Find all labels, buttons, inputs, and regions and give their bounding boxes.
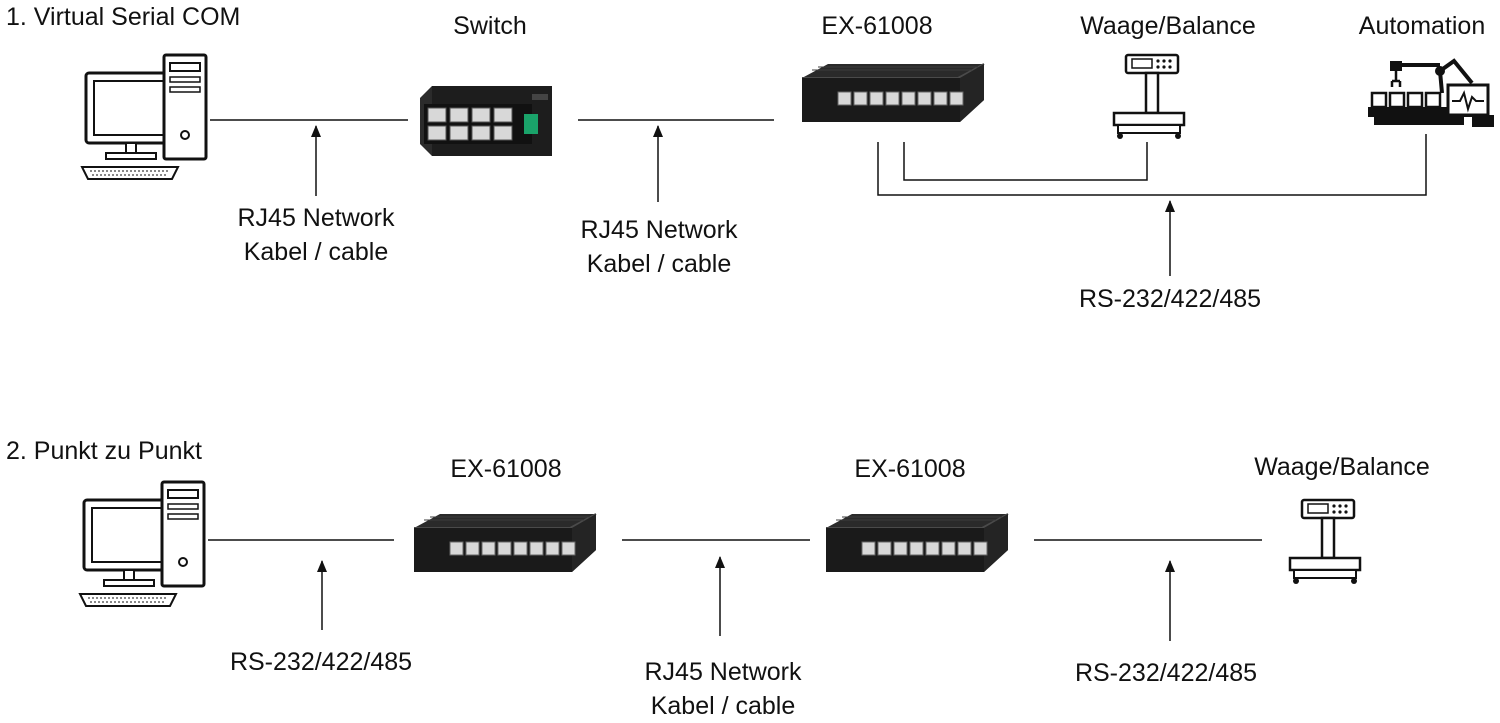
industrial-robot-icon [1366,59,1496,129]
section-title: 2. Punkt zu Punkt [6,437,202,465]
section-title: 1. Virtual Serial COM [6,3,241,31]
link-label-line: RJ45 Network [237,204,395,232]
weighing-scale-icon [1112,53,1186,141]
serial-device-server-icon [413,513,597,573]
link-label-line: Kabel / cable [243,238,389,266]
desktop-computer-icon [78,480,206,608]
switch-label: Switch [453,12,527,40]
link-label-line: Kabel / cable [650,692,796,720]
link-label-line: Kabel / cable [586,250,732,278]
link-label-line: RJ45 Network [644,658,802,686]
link-label: RS-232/422/485 [1078,285,1262,313]
serial-device-server-icon [825,513,1009,573]
scale-label: Waage/Balance [1080,12,1256,40]
link-label: RJ45 Network Kabel / cable [645,655,802,723]
link-label-line: RJ45 Network [580,216,738,244]
converter-label: EX-61008 [450,455,562,483]
link-label: RJ45 Network Kabel / cable [238,201,395,269]
serial-connection-line [877,134,1427,196]
serial-device-server-icon [801,63,985,123]
serial-connection-line [903,142,1148,181]
converter-label: EX-61008 [821,12,933,40]
desktop-computer-icon [80,53,208,181]
link-label: RJ45 Network Kabel / cable [581,213,738,281]
scale-label: Waage/Balance [1254,453,1430,481]
automation-label: Automation [1358,12,1486,40]
link-label: RS-232/422/485 [1074,659,1258,687]
converter-label: EX-61008 [854,455,966,483]
link-label: RS-232/422/485 [229,648,413,676]
weighing-scale-icon [1288,498,1362,586]
network-switch-icon [419,85,553,157]
